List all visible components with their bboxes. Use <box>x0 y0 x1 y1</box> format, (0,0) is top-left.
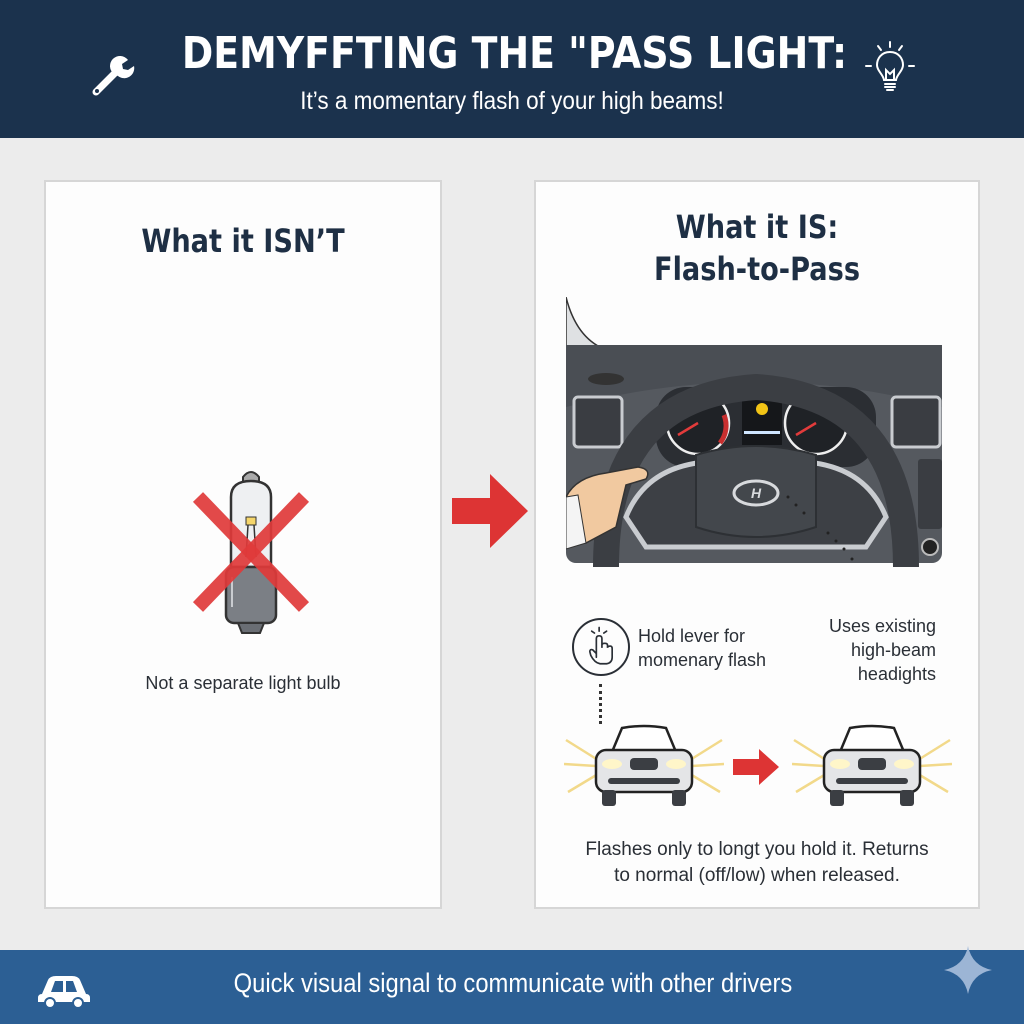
car-high-beams-icon <box>564 724 724 806</box>
uses-line2: high-beam <box>850 640 936 660</box>
caption-line1: Flashes only to longt you hold it. Retur… <box>585 839 929 860</box>
lightbulb-idea-icon <box>865 41 915 91</box>
uses-line1: Uses existing <box>828 616 936 636</box>
footer-tagline: Quick visual signal to communicate with … <box>233 968 793 998</box>
panel-title-isnt: What it ISN’T <box>141 222 345 260</box>
panel-title-is-line1: What it IS: <box>675 208 839 246</box>
dashboard-steering-wheel-illustration: H <box>566 297 942 567</box>
flash-duration-caption: Flashes only to longt you hold it. Retur… <box>536 837 978 889</box>
dotted-connector <box>599 684 603 724</box>
wrench-icon <box>92 56 135 96</box>
what-it-is-panel: What it IS: Flash-to-Pass H <box>534 180 980 909</box>
car-icon <box>38 976 90 1008</box>
svg-text:H: H <box>751 485 762 501</box>
page-subtitle: It’s a momentary flash of your high beam… <box>300 87 724 115</box>
hold-lever-callout: Hold lever for momenary flash <box>638 624 766 672</box>
right-arrow-icon <box>452 474 528 548</box>
what-it-isnt-panel: What it ISN’T Not a separate light bulb <box>44 180 442 909</box>
sparkle-icon <box>944 946 992 994</box>
uses-high-beam-callout: Uses existing high-beam headights <box>829 614 936 686</box>
crossed-out-bulb-icon <box>192 471 310 634</box>
not-separate-bulb-caption: Not a separate light bulb <box>145 673 341 693</box>
page-title: DEMYFFTING THE "PASS LIGHT: <box>181 28 848 79</box>
hold-lever-line1: Hold lever for <box>638 626 746 646</box>
footer-banner: Quick visual signal to communicate with … <box>0 950 1024 1024</box>
car-high-beams-icon <box>792 724 952 806</box>
panel-title-is-line2: Flash-to-Pass <box>653 250 861 288</box>
uses-line3: headights <box>857 664 936 684</box>
header-banner: DEMYFFTING THE "PASS LIGHT: It’s a momen… <box>0 0 1024 138</box>
caption-line2: to normal (off/low) when released. <box>614 865 900 886</box>
hold-lever-line2: momenary flash <box>638 650 767 670</box>
right-arrow-small-icon <box>733 749 779 785</box>
panel-title-is: What it IS: Flash-to-Pass <box>569 206 945 290</box>
hand-pointer-icon <box>572 618 630 676</box>
